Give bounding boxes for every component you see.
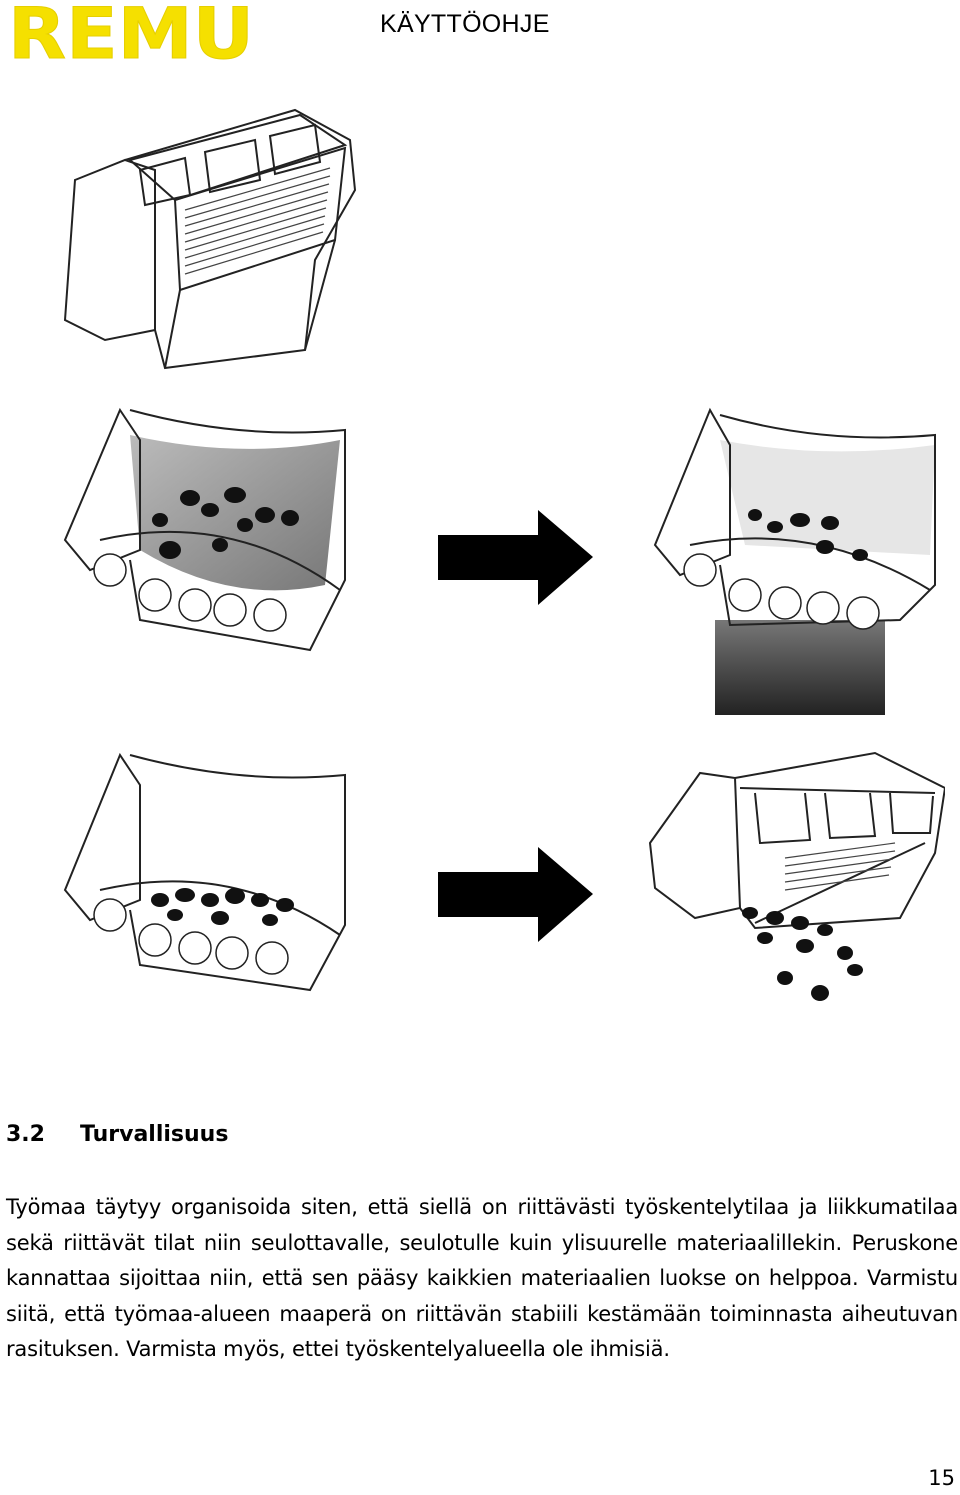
bucket-loaded-icon	[63, 407, 346, 652]
arrow-right-icon	[438, 847, 593, 942]
section-heading: 3.2 Turvallisuus	[6, 1122, 228, 1147]
section-number: 3.2	[6, 1122, 45, 1147]
page-number: 15	[928, 1466, 955, 1490]
bucket-emptying-icon	[648, 751, 945, 1001]
bucket-screening-icon	[653, 407, 936, 715]
logo-text: REMU	[8, 2, 254, 64]
document-title: KÄYTTÖOHJE	[380, 10, 550, 38]
bucket-oversize-icon	[63, 752, 346, 992]
screening-bucket-icon	[63, 108, 357, 370]
body-paragraph: Työmaa täytyy organisoida siten, että si…	[6, 1195, 958, 1362]
arrow-right-icon	[438, 510, 593, 605]
remu-logo: REMU	[8, 2, 255, 64]
section-title: Turvallisuus	[80, 1122, 229, 1147]
